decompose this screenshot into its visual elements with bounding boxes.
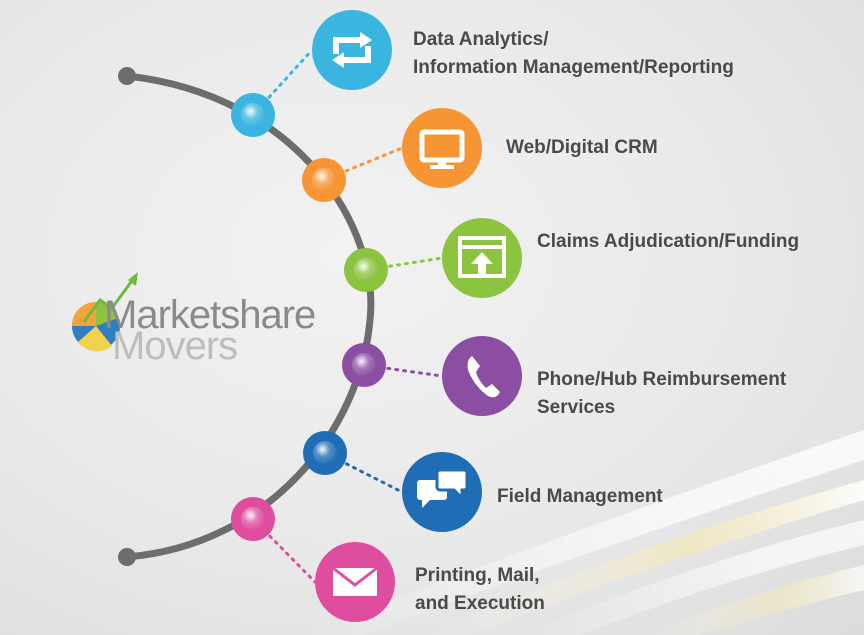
arc-node-highlight	[353, 257, 379, 283]
service-label-line: Claims Adjudication/Funding	[537, 231, 800, 252]
chat-bubbles-icon	[402, 452, 482, 532]
logo-mark	[72, 272, 138, 352]
monitor-icon	[402, 108, 482, 188]
service-label-line: Field Management	[497, 486, 663, 507]
service-label-line: Information Management/Reporting	[413, 57, 734, 78]
envelope-icon	[315, 542, 395, 622]
background-swooshes	[300, 430, 864, 635]
arc-endpoint-top	[118, 67, 136, 85]
refresh-arrows-icon	[312, 10, 392, 90]
connector-line	[323, 451, 404, 494]
arc-endpoint-bottom	[118, 548, 136, 566]
service-label: Data Analytics/Information Management/Re…	[413, 26, 734, 82]
service-label-line: Data Analytics/	[413, 29, 549, 50]
service-label-line: Phone/Hub Reimbursement	[537, 369, 787, 390]
service-label-line: Web/Digital CRM	[506, 137, 658, 158]
upload-window-icon	[442, 218, 522, 298]
service-label-line: and Execution	[415, 593, 545, 614]
connector-line	[322, 146, 404, 182]
arc-node-highlight	[240, 506, 266, 532]
service-label: Printing, Mail, and Execution	[415, 562, 545, 618]
arc-node-highlight	[312, 440, 338, 466]
logo-word-marketshare: Marketshare	[104, 293, 316, 337]
service-label: Web/Digital CRM	[506, 134, 658, 162]
service-label-line: Services	[537, 397, 616, 418]
arc-node-highlight	[240, 102, 266, 128]
connector-line	[364, 256, 444, 272]
phone-icon	[442, 336, 522, 416]
arc-node-highlight	[311, 167, 337, 193]
logo-word-movers: Movers	[112, 324, 238, 368]
service-label: Field Management	[497, 483, 663, 511]
connector-line	[362, 363, 444, 378]
logo-wordmark: Marketshare Movers	[104, 293, 316, 368]
arc-node-highlight	[351, 352, 377, 378]
service-label-line: Printing, Mail,	[415, 565, 540, 586]
service-label: Claims Adjudication/Funding	[537, 228, 799, 256]
